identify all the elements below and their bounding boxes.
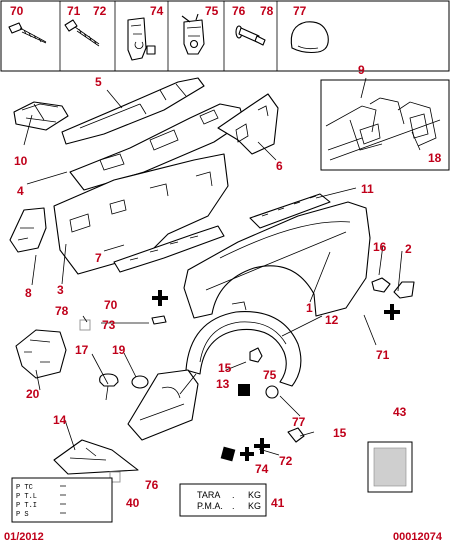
plate-line-4: P S [16,511,29,519]
callout-3: 3 [57,283,64,297]
part-15-clip [249,347,305,443]
label-plate-40: P TC P T.L P T.I P S [11,477,113,523]
callout-7: 7 [95,251,102,265]
callout-78: 78 [55,304,69,318]
part-16-bolt [371,277,391,293]
callout-9: 9 [358,63,365,77]
strip-label-76: 76 [232,4,246,18]
plate-line-1: P TC [16,484,33,492]
callout-76-lower: 76 [145,478,159,492]
footer-date: 01/2012 [4,531,44,543]
strip-label-77: 77 [293,4,307,18]
callout-6: 6 [276,159,283,173]
tara-label: TARA [197,490,220,500]
callout-71: 71 [376,348,390,362]
part-19-nut [131,375,149,389]
callout-41: 41 [271,496,285,510]
leader-lines [23,77,421,456]
part-43-pad [367,441,413,493]
callout-1: 1 [306,301,313,315]
svg-text:.: . [232,501,235,511]
fastener-strip: 70 71 72 74 75 76 78 77 [0,0,450,72]
callout-4: 4 [17,184,24,198]
part-1-front-fender [183,201,371,319]
callout-15-lower: 15 [333,426,347,440]
callout-15-upper: 15 [218,361,232,375]
clip-nut-icon [127,17,156,61]
part-20-bracket [15,329,67,379]
callout-70: 70 [104,298,118,312]
fastener-markers [79,290,400,483]
callout-12: 12 [325,313,339,327]
part-8-bracket [9,207,47,253]
callout-72-lower: 72 [279,454,293,468]
callout-19: 19 [112,343,126,357]
cage-nut-icon [181,13,205,55]
part-14-splash-shield [53,439,139,475]
plate-line-2: P T.L [16,493,37,501]
callout-11: 11 [361,182,374,196]
strip-label-78: 78 [260,4,274,18]
screw-icon [64,19,100,47]
part-7-sill-trim [113,225,225,273]
callout-74-lower: 74 [255,462,269,476]
callout-numbers: 5 10 4 9 18 6 11 7 3 8 1 12 16 2 70 78 7… [14,63,442,510]
strip-label-70: 70 [10,4,24,18]
svg-text:.: . [232,490,235,500]
callout-14: 14 [53,413,67,427]
callout-77-lower: 77 [292,415,306,429]
callout-16: 16 [373,240,387,254]
callout-18: 18 [428,151,442,165]
part-17-bolt [99,373,119,401]
pma-unit: KG [248,501,261,511]
part-3-apron-panel [53,153,229,275]
plate-line-3: P T.I [16,502,37,510]
callout-13: 13 [216,377,230,391]
strip-label-71: 71 [67,4,81,18]
tara-unit: KG [248,490,261,500]
strip-label-72: 72 [93,4,107,18]
callout-17: 17 [75,343,89,357]
part-5-upper-rail [61,77,205,145]
strip-label-74: 74 [150,4,164,18]
callout-75: 75 [263,368,277,382]
label-plate-41: TARA . KG P.M.A. . KG [179,483,267,517]
plug-icon [290,21,329,54]
screw-icon [8,22,47,44]
callout-40: 40 [126,496,140,510]
rivet-icon [235,25,266,46]
callout-5: 5 [95,75,102,89]
pma-label: P.M.A. [197,501,223,511]
callout-43: 43 [393,405,407,419]
part-2-cap [393,281,415,299]
callout-2: 2 [405,242,412,256]
footer-code: 00012074 [393,531,443,543]
part-12-wheel-arch-liner [185,311,302,387]
callout-10: 10 [14,154,28,168]
strip-label-75: 75 [205,4,219,18]
callout-20: 20 [26,387,40,401]
part-13-liner [127,369,199,441]
inset-detail-box [320,79,450,171]
part-6-bracket [217,93,279,155]
callout-8: 8 [25,286,32,300]
part-11-upper-trim [249,193,331,229]
callout-73: 73 [102,318,116,332]
part-10-bracket [13,101,69,131]
